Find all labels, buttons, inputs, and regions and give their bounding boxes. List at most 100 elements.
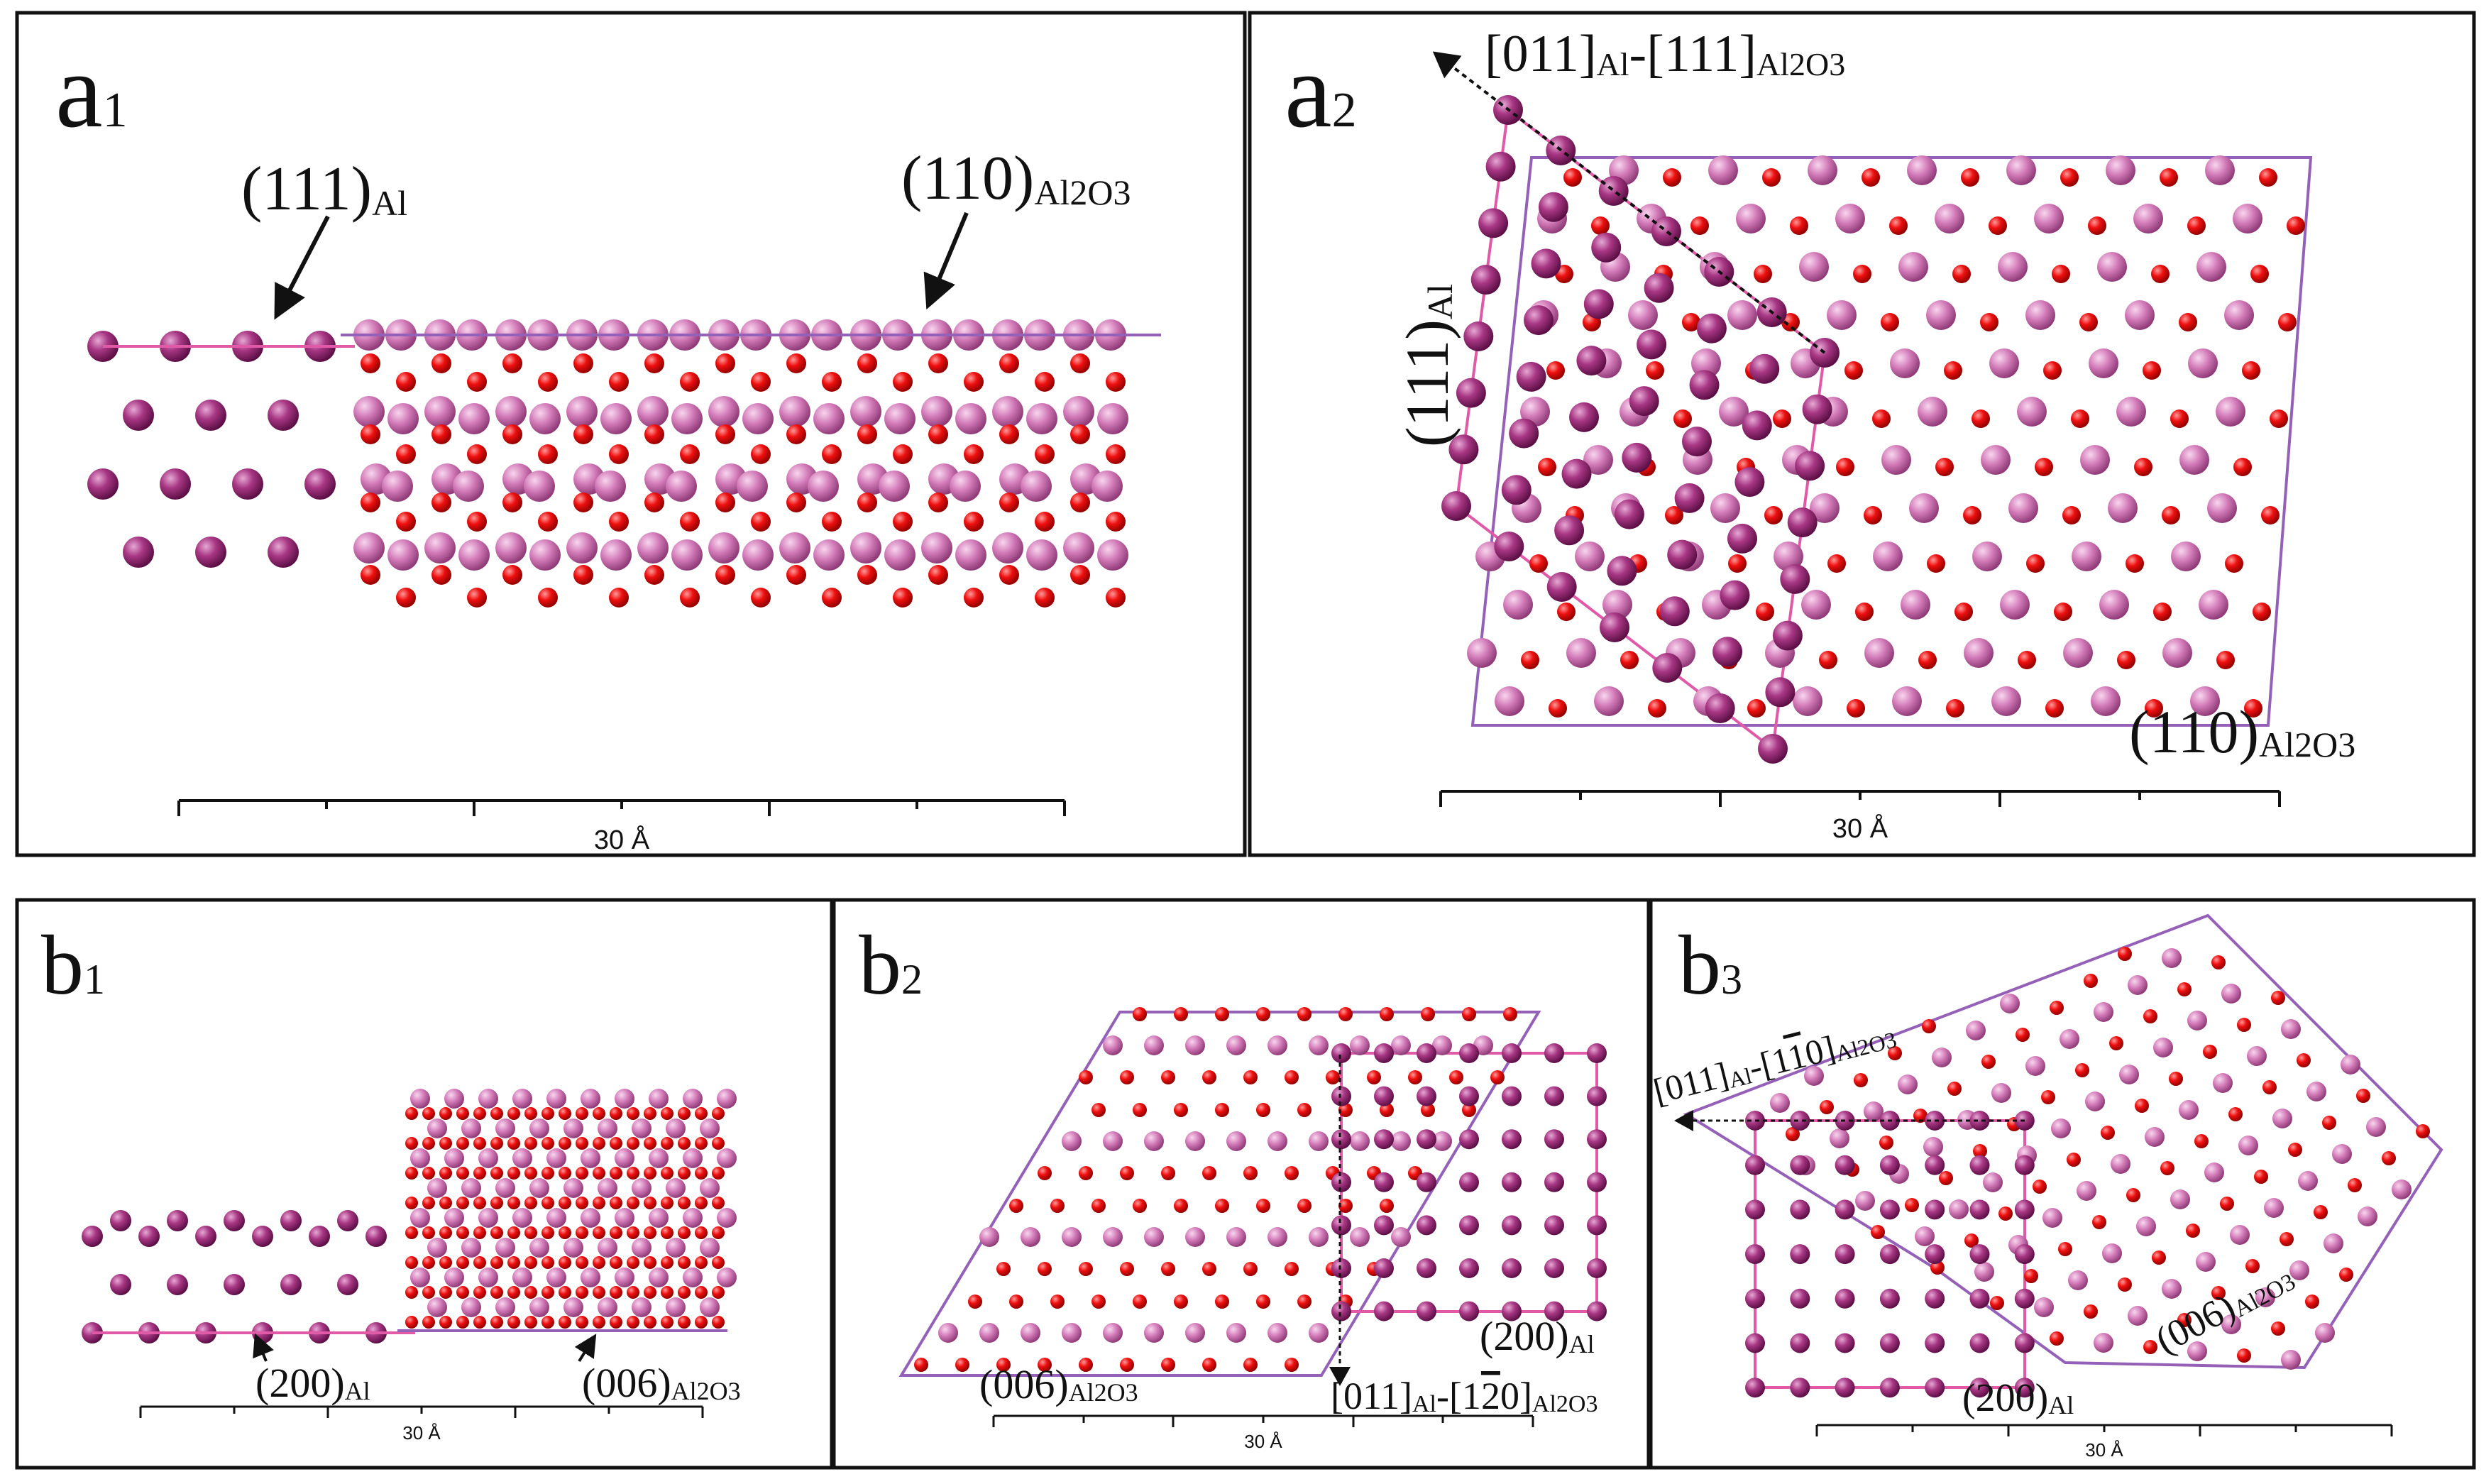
oxygen-atom (2060, 168, 2079, 187)
aluminum-atom (1456, 378, 1486, 408)
oxide-aluminum-atom (1804, 1066, 1824, 1086)
a1-al-plane-arrow (274, 215, 330, 320)
oxygen-atom (2160, 1161, 2174, 1175)
aluminum-atom (304, 468, 336, 500)
oxygen-atom (695, 1226, 708, 1239)
oxide-aluminum-atom (2207, 493, 2237, 523)
oxide-aluminum-atom (1026, 403, 1057, 434)
oxygen-atom (1790, 216, 1808, 235)
aluminum-atom (1689, 370, 1720, 400)
oxide-aluminum-atom (524, 471, 555, 502)
aluminum-atom (87, 468, 119, 500)
oxygen-atom (1133, 1295, 1147, 1309)
oxide-aluminum-atom (700, 1297, 720, 1317)
aluminum-atom (1969, 1333, 1990, 1353)
oxygen-atom (1120, 1262, 1134, 1276)
aluminum-atom (1587, 1301, 1607, 1321)
oxide-aluminum-atom (615, 1148, 634, 1168)
oxygen-atom (2016, 1028, 2030, 1042)
oxygen-atom (695, 1286, 708, 1299)
a1-oxide-plane-arrow (923, 211, 969, 310)
oxygen-atom (473, 1137, 486, 1150)
oxide-aluminum-atom (2187, 1341, 2207, 1361)
oxygen-atom (999, 493, 1019, 512)
oxygen-atom (2170, 410, 2189, 428)
oxygen-atom (715, 493, 735, 512)
oxygen-atom (610, 1226, 622, 1239)
oxide-aluminum-atom (581, 1268, 600, 1287)
oxygen-atom (2228, 1107, 2243, 1121)
oxygen-atom (559, 1286, 571, 1299)
oxide-aluminum-atom (700, 1178, 720, 1198)
oxygen-atom (2151, 265, 2170, 283)
oxygen-atom (1338, 1199, 1353, 1213)
oxide-aluminum-atom (427, 1119, 447, 1138)
oxygen-atom (996, 1358, 1011, 1372)
oxygen-atom (1091, 1199, 1106, 1213)
oxide-aluminum-atom (495, 1238, 515, 1258)
oxygen-atom (680, 512, 700, 532)
oxygen-atom (712, 1286, 725, 1299)
oxygen-atom (610, 1256, 622, 1269)
oxide-aluminum-atom (1309, 1227, 1329, 1247)
oxide-aluminum-atom (1021, 1323, 1040, 1343)
oxygen-atom (661, 1107, 673, 1120)
oxygen-atom (507, 1107, 520, 1120)
oxide-aluminum-atom (950, 471, 981, 502)
oxide-aluminum-atom (1021, 1227, 1040, 1247)
oxygen-atom (541, 1226, 554, 1239)
aluminum-atom (1448, 434, 1479, 465)
oxygen-atom (644, 1107, 656, 1120)
oxygen-atom (1764, 506, 1783, 524)
oxide-aluminum-atom (1793, 686, 1822, 716)
aluminum-atom (1417, 1301, 1436, 1321)
a1-atom-layer (87, 319, 1128, 608)
oxygen-atom (1503, 1007, 1517, 1021)
oxygen-atom (576, 1286, 588, 1299)
oxygen-atom (712, 1256, 725, 1269)
oxygen-atom (1215, 1199, 1229, 1213)
oxide-aluminum-atom (1103, 1323, 1123, 1343)
oxide-aluminum-atom (1890, 348, 1920, 378)
oxide-aluminum-atom (563, 1178, 583, 1198)
oxygen-atom (576, 1256, 588, 1269)
oxygen-atom (422, 1137, 435, 1150)
oxygen-atom (1665, 506, 1683, 524)
oxide-aluminum-atom (1708, 155, 1738, 185)
oxide-aluminum-atom (1774, 542, 1803, 571)
oxide-aluminum-atom (598, 1238, 617, 1258)
b3-scale-label: 30 Å (2085, 1439, 2123, 1461)
oxide-aluminum-atom (615, 1208, 634, 1228)
oxygen-atom (2187, 216, 2206, 235)
oxide-aluminum-atom (2085, 1092, 2105, 1111)
oxygen-atom (1106, 444, 1126, 464)
oxide-aluminum-atom (595, 471, 626, 502)
oxygen-atom (1754, 265, 1772, 283)
oxygen-atom (541, 1197, 554, 1209)
aluminum-atom (1600, 612, 1629, 642)
oxygen-atom (610, 1316, 622, 1329)
oxygen-atom (1889, 216, 1908, 235)
oxygen-atom (490, 1286, 503, 1299)
panel-b1-frame (15, 898, 834, 1470)
oxygen-atom (431, 424, 451, 444)
oxygen-atom (2109, 1036, 2123, 1050)
oxygen-atom (644, 565, 664, 585)
aluminum-atom (2014, 1378, 2035, 1398)
b1-al-plane-arrow (253, 1333, 274, 1362)
oxide-aluminum-atom (1350, 1227, 1370, 1247)
oxide-aluminum-atom (632, 1119, 651, 1138)
oxide-aluminum-atom (1935, 204, 1964, 233)
oxygen-atom (1174, 1295, 1188, 1309)
oxide-aluminum-atom (444, 1089, 464, 1109)
oxygen-atom (712, 1167, 725, 1180)
oxide-aluminum-atom (600, 539, 632, 571)
oxygen-atom (473, 1256, 486, 1269)
oxide-aluminum-atom (1350, 1035, 1370, 1055)
aluminum-atom (167, 1210, 188, 1231)
oxygen-atom (1174, 1103, 1188, 1117)
oxygen-atom (1663, 168, 1681, 187)
oxide-aluminum-atom (1909, 493, 1939, 523)
oxide-aluminum-atom (566, 396, 598, 427)
oxide-aluminum-atom (1226, 1323, 1246, 1343)
